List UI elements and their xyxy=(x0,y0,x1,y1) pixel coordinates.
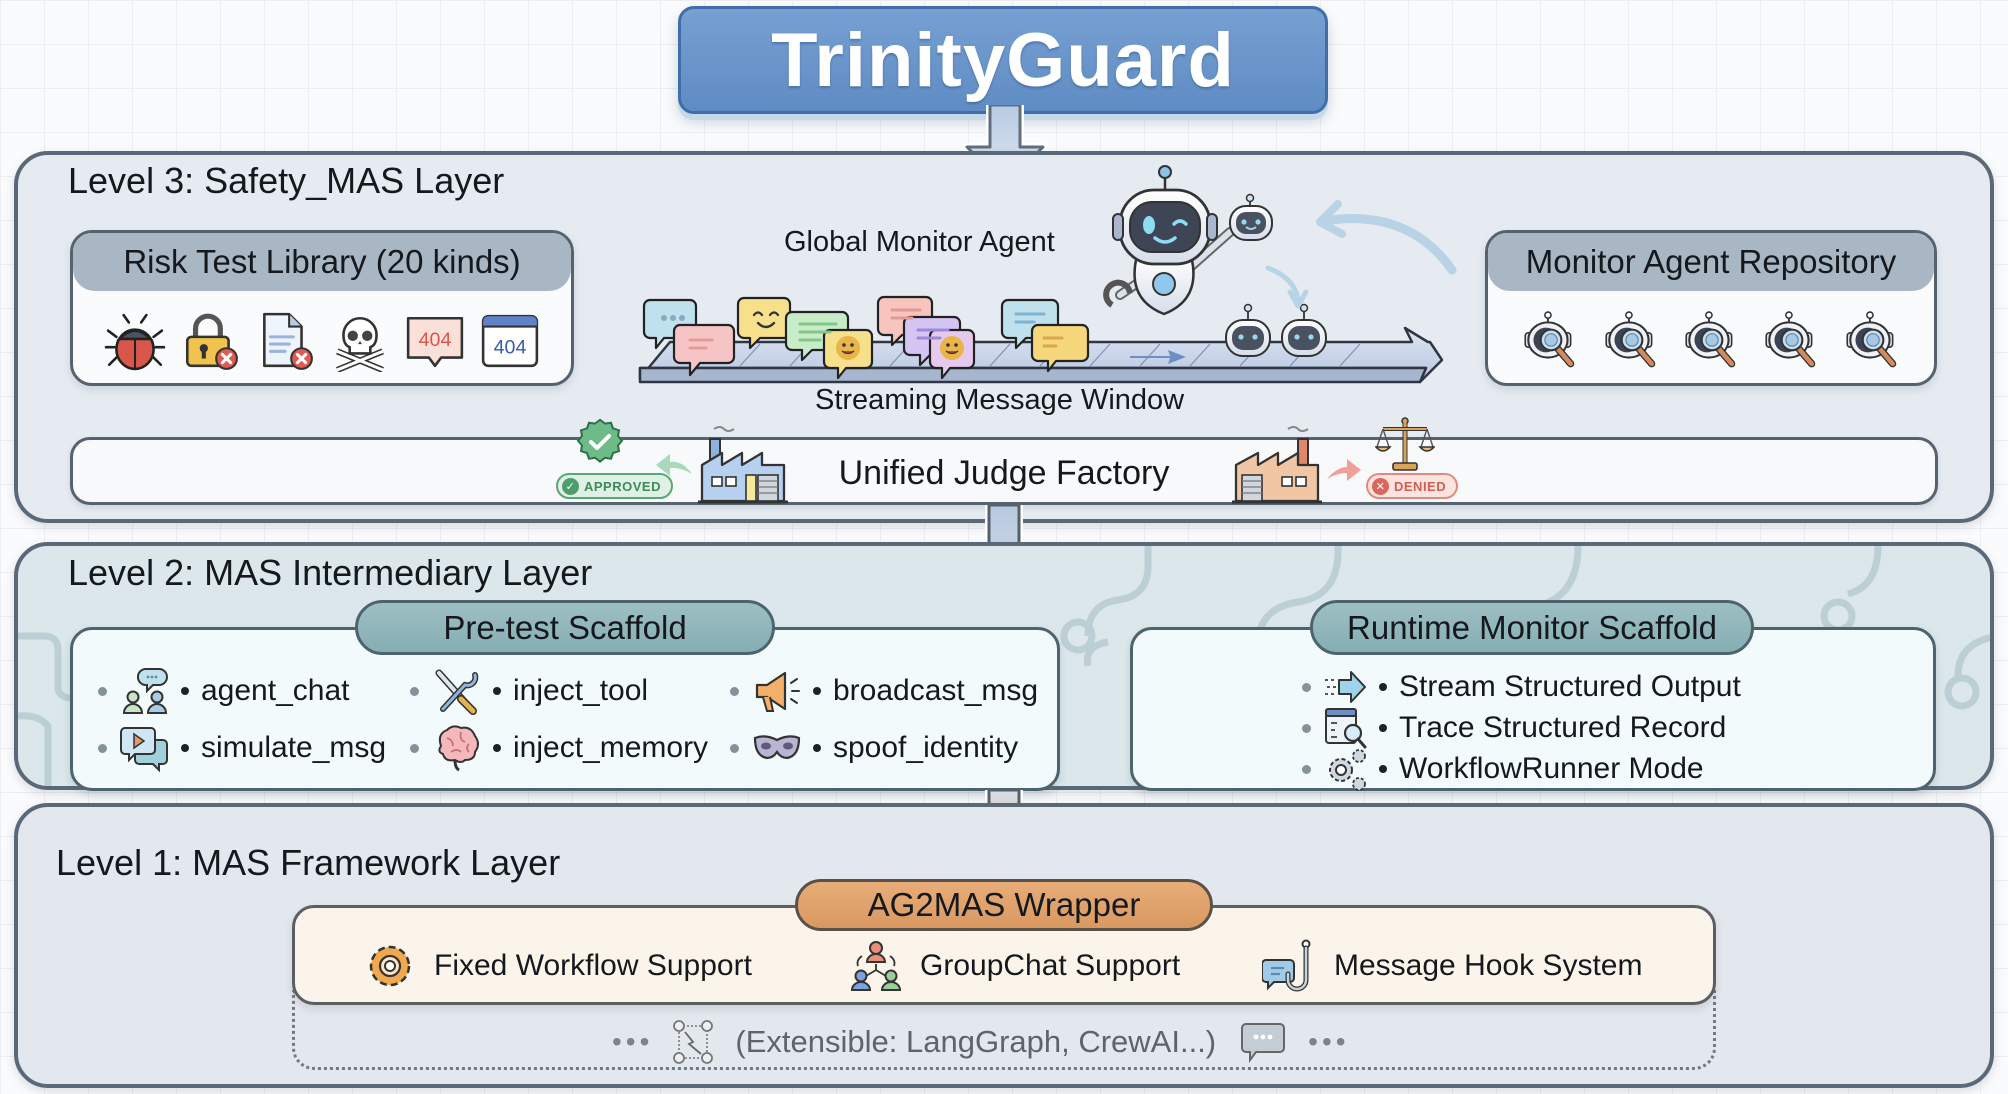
agent-chat-icon xyxy=(122,668,168,714)
monitor-agent-icon xyxy=(1519,310,1581,372)
wrapper-item: Fixed Workflow Support xyxy=(362,938,752,994)
pretest-item: agent_chat xyxy=(98,665,349,717)
tools-icon xyxy=(435,669,479,715)
runtime-item-label: Trace Structured Record xyxy=(1399,711,1727,744)
svg-text:404: 404 xyxy=(493,336,526,358)
trace-record-icon xyxy=(1325,708,1367,749)
locked-padlock-error-icon xyxy=(185,313,238,370)
document-error-icon xyxy=(262,312,313,370)
pretest-item: simulate_msg xyxy=(98,722,386,774)
denied-badge: ✕ DENIED xyxy=(1366,473,1459,499)
pretest-item: inject_memory xyxy=(410,722,708,774)
global-monitor-robot-icon xyxy=(1103,165,1235,316)
gear-icon xyxy=(369,945,411,987)
level1-title: Level 1: MAS Framework Layer xyxy=(56,842,561,883)
skull-crossbones-icon xyxy=(335,316,384,372)
small-robot-icon xyxy=(1229,193,1273,241)
streaming-message-window-illustration xyxy=(638,165,1457,384)
404-browser-icon: 404 xyxy=(481,314,538,368)
simulate-message-icon xyxy=(120,727,168,773)
unified-judge-factory-bar: Unified Judge Factory xyxy=(70,437,1938,505)
runtime-item: WorkflowRunner Mode xyxy=(1302,746,1704,792)
pretest-item-label: agent_chat xyxy=(201,674,350,707)
ellipsis-right: ••• xyxy=(1308,1026,1350,1057)
monitor-agent-repository-panel: Monitor Agent Repository xyxy=(1485,230,1937,386)
app-title: TrinityGuard xyxy=(771,17,1235,103)
wrapper-item-label: Fixed Workflow Support xyxy=(434,949,752,982)
graph-nodes-icon xyxy=(673,1020,714,1064)
wrapper-item-label: GroupChat Support xyxy=(920,949,1181,982)
x-icon: ✕ xyxy=(1372,477,1389,495)
pretest-scaffold-title: Pre-test Scaffold xyxy=(355,600,775,655)
ellipsis-left: ••• xyxy=(612,1026,654,1057)
arrow-right-icon xyxy=(1327,459,1361,481)
runtime-item-label: WorkflowRunner Mode xyxy=(1399,752,1704,785)
approved-label: APPROVED xyxy=(584,478,661,494)
monitor-agent-icon xyxy=(1841,310,1903,372)
runtime-item-label: Stream Structured Output xyxy=(1399,670,1741,703)
runtime-monitor-scaffold-title: Runtime Monitor Scaffold xyxy=(1310,600,1754,655)
belt-robot-icon xyxy=(1225,303,1271,357)
svg-text:404: 404 xyxy=(418,329,451,351)
extensible-row: ••• (Extensible: LangGraph, CrewAI...) •… xyxy=(612,1018,1350,1066)
pretest-item-label: simulate_msg xyxy=(201,731,387,764)
runtime-item: Stream Structured Output xyxy=(1302,664,1741,710)
factory-icon xyxy=(698,426,788,504)
group-chat-icon xyxy=(850,941,902,991)
chat-bubble-icon xyxy=(1241,1023,1286,1063)
pretest-item: broadcast_msg xyxy=(730,665,1038,717)
404-message-icon: 404 xyxy=(406,316,463,368)
brain-icon xyxy=(438,725,479,772)
check-icon: ✓ xyxy=(562,477,579,495)
gears-icon xyxy=(1329,749,1366,791)
arrow-left-icon xyxy=(656,454,692,476)
megaphone-icon xyxy=(755,671,800,712)
denied-label: DENIED xyxy=(1394,478,1447,494)
belt-robot-icon xyxy=(1281,303,1327,357)
risk-test-library-title: Risk Test Library (20 kinds) xyxy=(73,233,571,291)
pretest-item-label: inject_memory xyxy=(513,731,709,764)
wrapper-item-label: Message Hook System xyxy=(1334,949,1643,982)
monitor-agent-repository-title: Monitor Agent Repository xyxy=(1488,233,1934,291)
level3-title: Level 3: Safety_MAS Layer xyxy=(68,160,505,201)
risk-test-library-panel: Risk Test Library (20 kinds) xyxy=(70,230,574,386)
unified-judge-factory-label: Unified Judge Factory xyxy=(838,454,1170,492)
monitor-agent-icon xyxy=(1680,310,1742,372)
pretest-item-label: broadcast_msg xyxy=(833,674,1039,707)
pretest-item: inject_tool xyxy=(410,665,648,717)
bug-icon xyxy=(104,313,165,371)
message-hook-icon xyxy=(1262,939,1311,992)
pretest-item-label: spoof_identity xyxy=(833,731,1019,764)
extensible-frameworks-label: (Extensible: LangGraph, CrewAI...) xyxy=(735,1024,1217,1059)
title-banner: TrinityGuard xyxy=(678,6,1328,114)
monitor-agent-icon xyxy=(1760,310,1822,372)
runtime-item: Trace Structured Record xyxy=(1302,705,1726,751)
streaming-message-window-label: Streaming Message Window xyxy=(815,384,1185,416)
extensible-frameworks-box xyxy=(292,990,1716,1070)
pretest-item-label: inject_tool xyxy=(513,674,649,707)
ag2mas-wrapper-title: AG2MAS Wrapper xyxy=(795,879,1213,931)
monitor-agent-icon xyxy=(1600,310,1662,372)
mask-icon xyxy=(753,735,801,760)
approved-badge: ✓ APPROVED xyxy=(556,473,673,499)
wrapper-item: Message Hook System xyxy=(1262,938,1642,994)
level2-title: Level 2: MAS Intermediary Layer xyxy=(68,552,593,593)
factory-icon xyxy=(1232,426,1322,504)
global-monitor-agent-label: Global Monitor Agent xyxy=(784,226,1055,258)
stream-arrow-icon xyxy=(1325,671,1366,703)
scales-of-justice-icon xyxy=(1375,417,1435,471)
approved-seal-icon xyxy=(576,418,624,463)
pretest-item: spoof_identity xyxy=(730,722,1018,774)
wrapper-item: GroupChat Support xyxy=(848,938,1180,994)
